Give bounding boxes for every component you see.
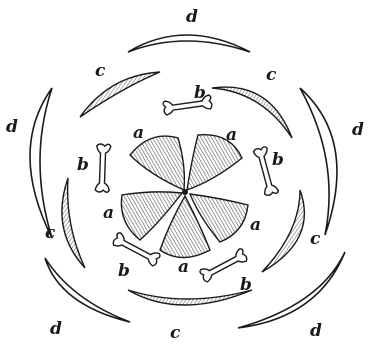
label-a-right: a bbox=[250, 215, 261, 235]
sepal-right bbox=[300, 88, 337, 235]
label-a-bottom: a bbox=[178, 257, 189, 277]
label-b-bottom-left: b bbox=[118, 261, 130, 281]
label-a-upper-left: a bbox=[133, 123, 144, 143]
sepal-whorl bbox=[30, 35, 345, 328]
petal-top-left bbox=[80, 72, 160, 117]
sepal-top bbox=[128, 35, 250, 52]
label-a-left: a bbox=[103, 203, 114, 223]
carpel-upper-left bbox=[130, 136, 184, 190]
petal-bottom bbox=[128, 290, 252, 305]
label-c-top-left: c bbox=[95, 61, 106, 81]
receptacle-center bbox=[182, 189, 188, 195]
petal-right bbox=[262, 190, 304, 272]
label-a-upper-right: a bbox=[226, 125, 237, 145]
label-c-top-right: c bbox=[266, 65, 277, 85]
petal-top-right bbox=[212, 87, 292, 138]
label-c-right: c bbox=[310, 229, 321, 249]
label-c-bottom: c bbox=[170, 323, 181, 343]
label-b-left: b bbox=[77, 155, 89, 175]
carpel-whorl bbox=[121, 135, 248, 258]
label-d-right: d bbox=[352, 120, 364, 140]
label-d-bottom-right: d bbox=[310, 321, 322, 341]
label-b-bottom-right: b bbox=[240, 275, 252, 295]
label-b-top: b bbox=[194, 83, 206, 103]
label-d-top: d bbox=[186, 7, 198, 27]
label-d-bottom-left: d bbox=[50, 319, 62, 339]
label-b-right: b bbox=[272, 150, 284, 170]
label-d-left: d bbox=[6, 117, 18, 137]
sepal-left bbox=[30, 88, 52, 238]
label-c-left: c bbox=[45, 223, 56, 243]
sepal-bottom-right bbox=[238, 252, 345, 328]
petal-left bbox=[62, 178, 85, 268]
stamen-left bbox=[95, 144, 111, 192]
